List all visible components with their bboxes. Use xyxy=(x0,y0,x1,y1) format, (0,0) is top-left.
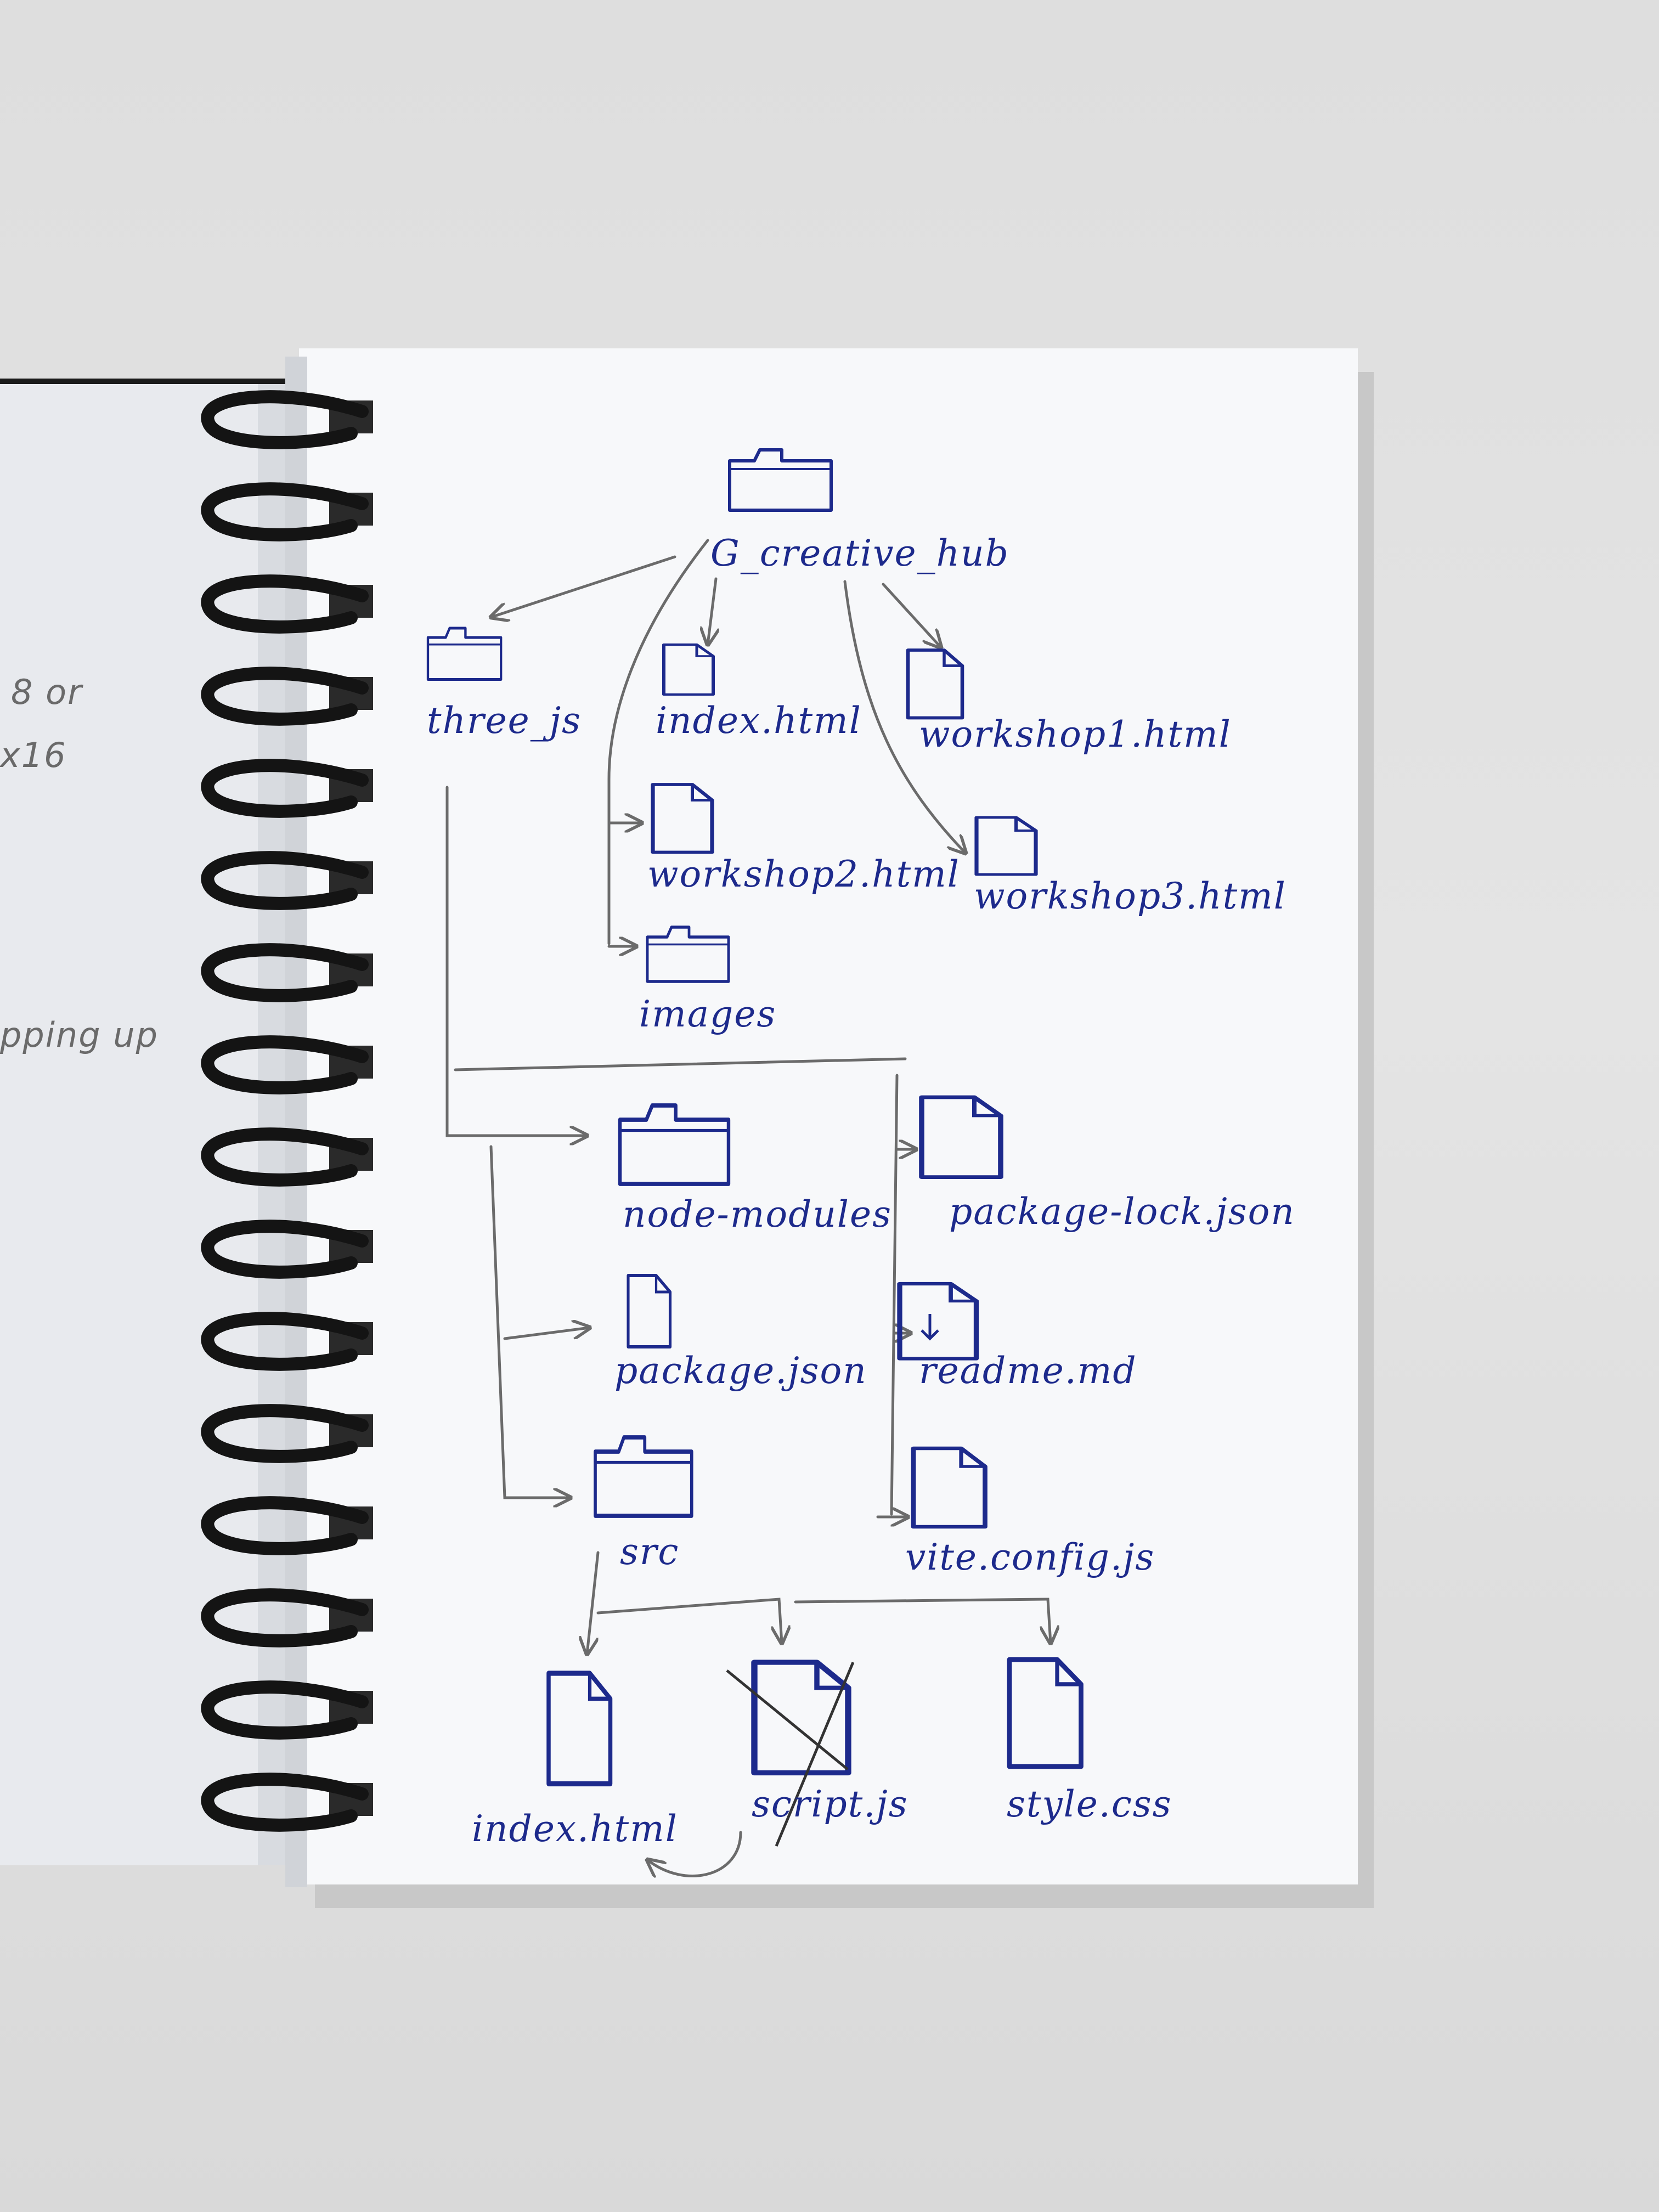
label-images: images xyxy=(639,993,777,1035)
spiral-ring xyxy=(201,1773,369,1832)
arrow-src-to-index xyxy=(587,1551,600,1654)
arrow-root-to-index xyxy=(708,577,716,645)
arrow-root-to-workshop1 xyxy=(882,583,941,647)
spiral-ring xyxy=(201,1035,369,1094)
arrow-root-to-three-js xyxy=(491,555,676,617)
icons xyxy=(428,450,1081,1847)
download-arrow-mark xyxy=(921,1314,939,1341)
arrow-script-to-index xyxy=(647,1831,742,1876)
label-package-lock: package-lock.json xyxy=(949,1190,1295,1233)
arrow-root-to-workshop3 xyxy=(843,580,966,853)
spiral-ring xyxy=(201,1496,369,1555)
label-workshop1: workshop1.html xyxy=(919,713,1232,755)
spiral-ring xyxy=(201,1220,369,1279)
label-package-json: package.json xyxy=(614,1350,867,1392)
left-page-note-3: pping up xyxy=(0,1015,159,1055)
spiral-ring xyxy=(201,667,369,726)
label-node-modules: node-modules xyxy=(623,1193,892,1235)
label-readme: readme.md xyxy=(919,1350,1137,1392)
label-workshop2: workshop2.html xyxy=(647,853,960,895)
spiral-ring xyxy=(201,482,369,541)
right-page xyxy=(285,348,1374,1908)
spiral-ring xyxy=(201,390,369,449)
spiral-ring xyxy=(201,943,369,1002)
spiral-ring xyxy=(201,574,369,634)
label-index-html: index.html xyxy=(656,699,862,742)
spiral-ring xyxy=(201,1680,369,1740)
label-style-css: style.css xyxy=(1007,1783,1172,1825)
arrow-src-to-style xyxy=(794,1598,1051,1643)
label-three-js: three_js xyxy=(427,699,582,742)
spiral-ring xyxy=(201,1404,369,1463)
spiral-binding xyxy=(201,390,373,1832)
line-root-left-trunk xyxy=(607,539,709,945)
connector-lines xyxy=(445,539,1051,1876)
spiral-ring xyxy=(201,759,369,818)
left-page-note-2: x16 xyxy=(0,735,67,775)
label-script-js: script.js xyxy=(752,1783,909,1825)
line-three-js-horizontal xyxy=(454,1057,907,1071)
left-page-note-1: 8 or xyxy=(11,672,83,712)
spiral-ring xyxy=(201,1588,369,1647)
spiral-ring xyxy=(201,1312,369,1371)
label-vite-config: vite.config.js xyxy=(905,1536,1155,1578)
label-src: src xyxy=(620,1531,680,1573)
arrow-three-js-to-node-modules xyxy=(445,786,587,1136)
script-cross-out-mark xyxy=(726,1662,855,1847)
label-root-folder: G_creative_hub xyxy=(710,532,1009,574)
spiral-ring xyxy=(201,1127,369,1187)
arrow-to-package xyxy=(503,1328,590,1340)
spiral-ring xyxy=(201,851,369,910)
arrow-src-to-script xyxy=(596,1598,782,1643)
label-src-index-html: index.html xyxy=(472,1808,678,1850)
arrow-to-src xyxy=(489,1145,571,1498)
label-workshop3: workshop3.html xyxy=(974,875,1286,917)
